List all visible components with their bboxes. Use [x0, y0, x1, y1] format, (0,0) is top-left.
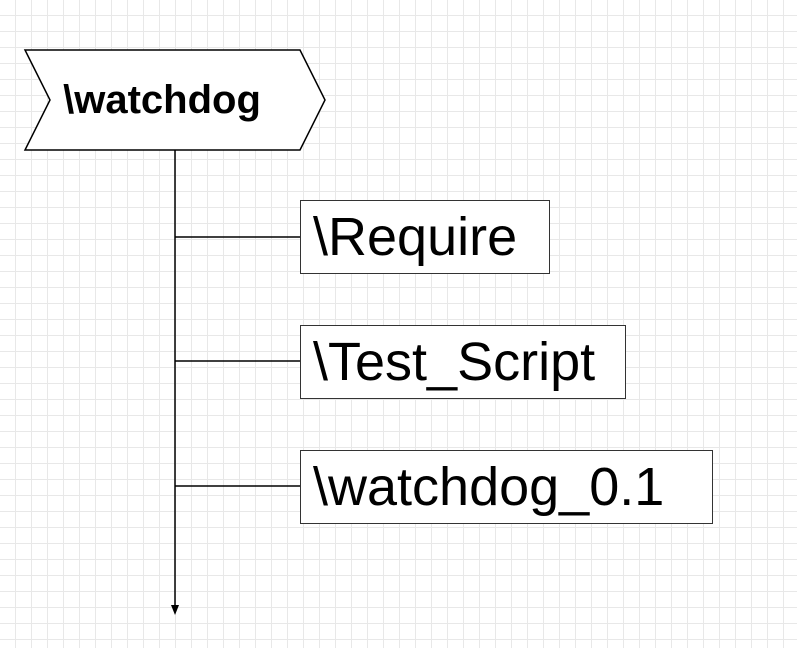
child-node-label: \watchdog_0.1 — [313, 457, 665, 517]
child-node-require[interactable]: \Require — [300, 200, 550, 274]
child-node-watchdog-0-1[interactable]: \watchdog_0.1 — [300, 450, 713, 524]
child-node-label: \Require — [313, 207, 518, 267]
root-node-label[interactable]: \watchdog — [63, 77, 261, 122]
root-node-shape[interactable] — [23, 49, 326, 151]
child-node-label: \Test_Script — [313, 332, 596, 392]
child-node-test-script[interactable]: \Test_Script — [300, 325, 626, 399]
